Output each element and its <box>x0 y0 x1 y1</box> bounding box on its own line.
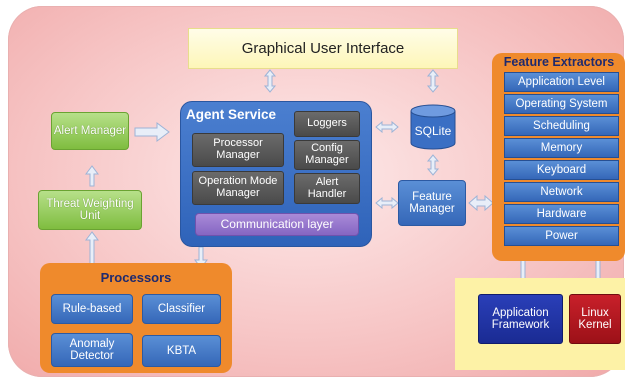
agent-service-title: Agent Service <box>186 107 277 122</box>
communication-layer: Communication layer <box>195 213 359 236</box>
processor-manager: Processor Manager <box>192 133 284 167</box>
linux-kernel: Linux Kernel <box>569 294 621 344</box>
extractor-network: Network <box>504 182 619 202</box>
anomaly-detector-processor: Anomaly Detector <box>51 333 133 367</box>
graphical-user-interface: Graphical User Interface <box>188 28 458 69</box>
config-manager: Config Manager <box>294 140 360 170</box>
extractor-hardware: Hardware <box>504 204 619 224</box>
featuremanager-extractors-arrow <box>468 194 494 212</box>
sqlite-label: SQLite <box>414 124 452 138</box>
threat-alert-arrow <box>85 165 99 187</box>
extractor-power: Power <box>504 226 619 246</box>
gui-agent-arrow <box>263 69 277 93</box>
application-framework: Application Framework <box>478 294 563 344</box>
loggers: Loggers <box>294 111 360 137</box>
agent-featuremanager-arrow <box>375 196 399 210</box>
alert-manager: Alert Manager <box>51 112 129 150</box>
rule-based-processor: Rule-based <box>51 294 133 324</box>
feature-extractors-title: Feature Extractors <box>503 55 615 69</box>
feature-manager: Feature Manager <box>398 180 466 226</box>
kbta-processor: KBTA <box>142 335 221 367</box>
operation-mode-manager: Operation Mode Manager <box>192 171 284 205</box>
processors-threat-arrow <box>85 231 99 266</box>
processors-title: Processors <box>100 270 172 285</box>
extractor-memory: Memory <box>504 138 619 158</box>
alert-handler: Alert Handler <box>294 173 360 204</box>
extractor-scheduling: Scheduling <box>504 116 619 136</box>
database-icon <box>410 104 456 150</box>
sqlite-featuremanager-arrow <box>426 154 440 176</box>
extractor-application-level: Application Level <box>504 72 619 92</box>
extractor-keyboard: Keyboard <box>504 160 619 180</box>
gui-sqlite-arrow <box>426 69 440 93</box>
threat-weighting-unit: Threat Weighting Unit <box>38 190 142 230</box>
agent-alertmanager-arrow <box>134 122 170 142</box>
extractor-operating-system: Operating System <box>504 94 619 114</box>
agent-sqlite-arrow <box>375 120 399 134</box>
classifier-processor: Classifier <box>142 294 221 324</box>
